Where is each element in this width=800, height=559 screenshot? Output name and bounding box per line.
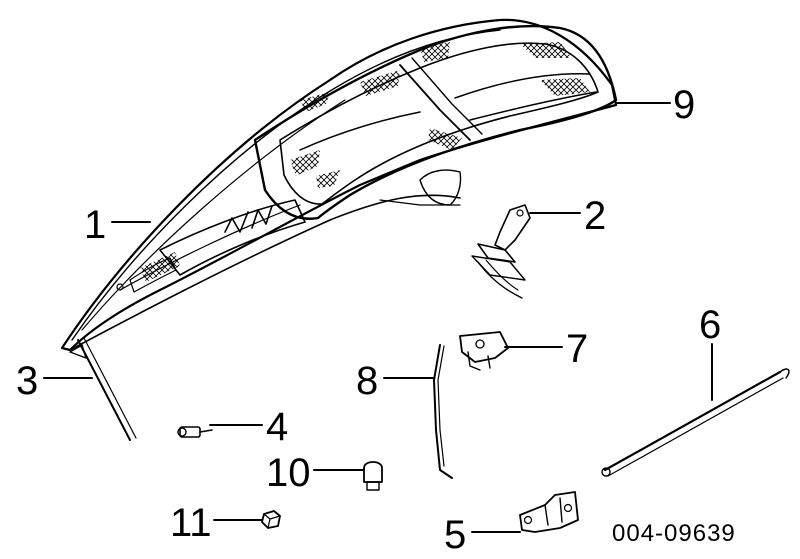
callout-11: 11 — [170, 501, 212, 545]
callout-5: 5 — [444, 513, 466, 557]
callout-4: 4 — [266, 405, 288, 449]
striker-drawing — [519, 491, 579, 533]
leader-lines — [43, 102, 713, 533]
gas-support-left-drawing — [69, 337, 137, 441]
callout-labels: 1 2 3 4 5 6 7 8 9 10 11 — [16, 83, 721, 557]
rod-drawing — [433, 344, 453, 479]
callout-2: 2 — [584, 194, 606, 238]
callout-10: 10 — [266, 451, 311, 495]
callout-3: 3 — [16, 359, 38, 403]
bumper-stop-drawing — [363, 461, 383, 491]
callout-8: 8 — [356, 359, 378, 403]
liftgate-drawing — [60, 18, 618, 352]
callout-7: 7 — [566, 327, 588, 371]
callout-6: 6 — [699, 303, 721, 347]
clip-drawing — [261, 510, 281, 529]
callout-1: 1 — [84, 203, 106, 247]
callout-9: 9 — [673, 83, 695, 127]
part-code: 004-09639 — [612, 520, 736, 547]
sensor-drawing — [177, 426, 213, 438]
hinge-drawing — [471, 204, 531, 299]
latch-drawing — [459, 331, 509, 371]
gas-support-right-drawing — [601, 368, 790, 477]
trim-panel-drawing — [253, 24, 618, 220]
